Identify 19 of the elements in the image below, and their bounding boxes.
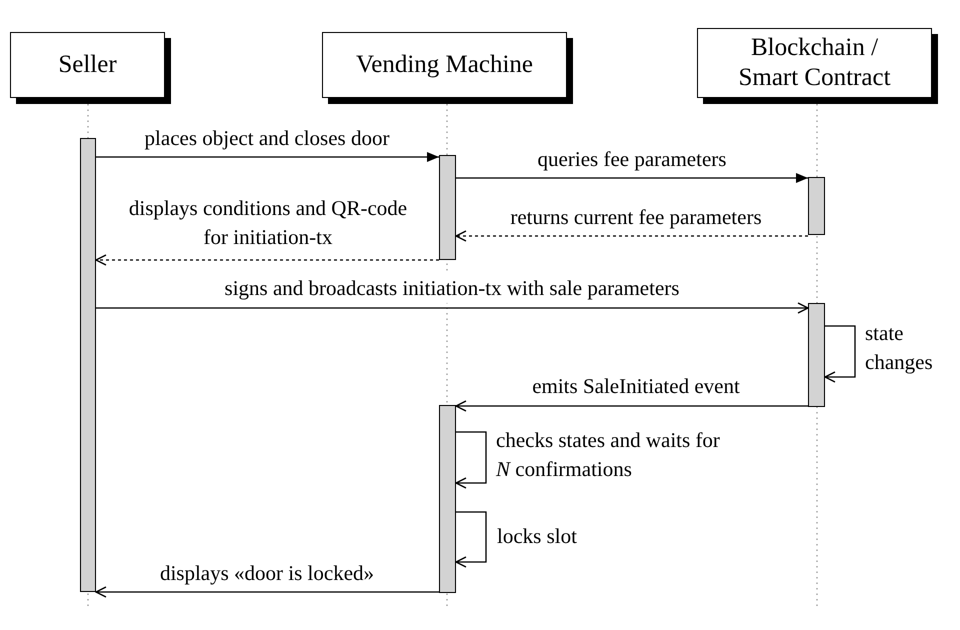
arrow bbox=[455, 400, 808, 412]
arrow bbox=[96, 302, 809, 314]
self-message-arrow bbox=[455, 511, 487, 568]
edge-label: signs and broadcasts initiation-tx with sale parameters bbox=[222, 274, 682, 303]
dashed-arrow bbox=[95, 254, 439, 266]
activation-bar bbox=[439, 405, 456, 593]
dashed-arrow bbox=[455, 230, 808, 242]
participant-name: Vending Machine bbox=[356, 50, 534, 80]
participant-name: Seller bbox=[58, 50, 117, 80]
self-message-arrow bbox=[455, 431, 487, 489]
participant-name: Blockchain / Smart Contract bbox=[737, 33, 892, 93]
activation-bar bbox=[808, 177, 825, 235]
activation-bar bbox=[439, 155, 456, 260]
arrow bbox=[95, 586, 439, 598]
self-message-arrow bbox=[824, 325, 856, 383]
activation-bar bbox=[80, 138, 96, 592]
arrow bbox=[456, 173, 808, 183]
arrow bbox=[96, 152, 439, 162]
activation-bar bbox=[808, 303, 825, 407]
